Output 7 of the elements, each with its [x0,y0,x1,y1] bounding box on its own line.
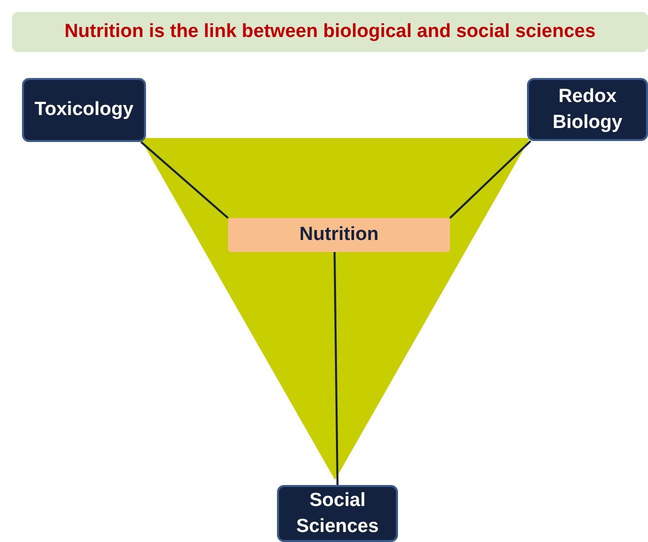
title-text: Nutrition is the link between biological and social sciences [64,21,596,43]
topic-box: Social Sciences [277,485,398,542]
connector-line [140,141,229,219]
center-box: Nutrition [228,218,450,252]
topic-box: Toxicology [22,78,146,142]
connector-line [449,140,532,219]
topic-box: Redox Biology [527,78,648,141]
